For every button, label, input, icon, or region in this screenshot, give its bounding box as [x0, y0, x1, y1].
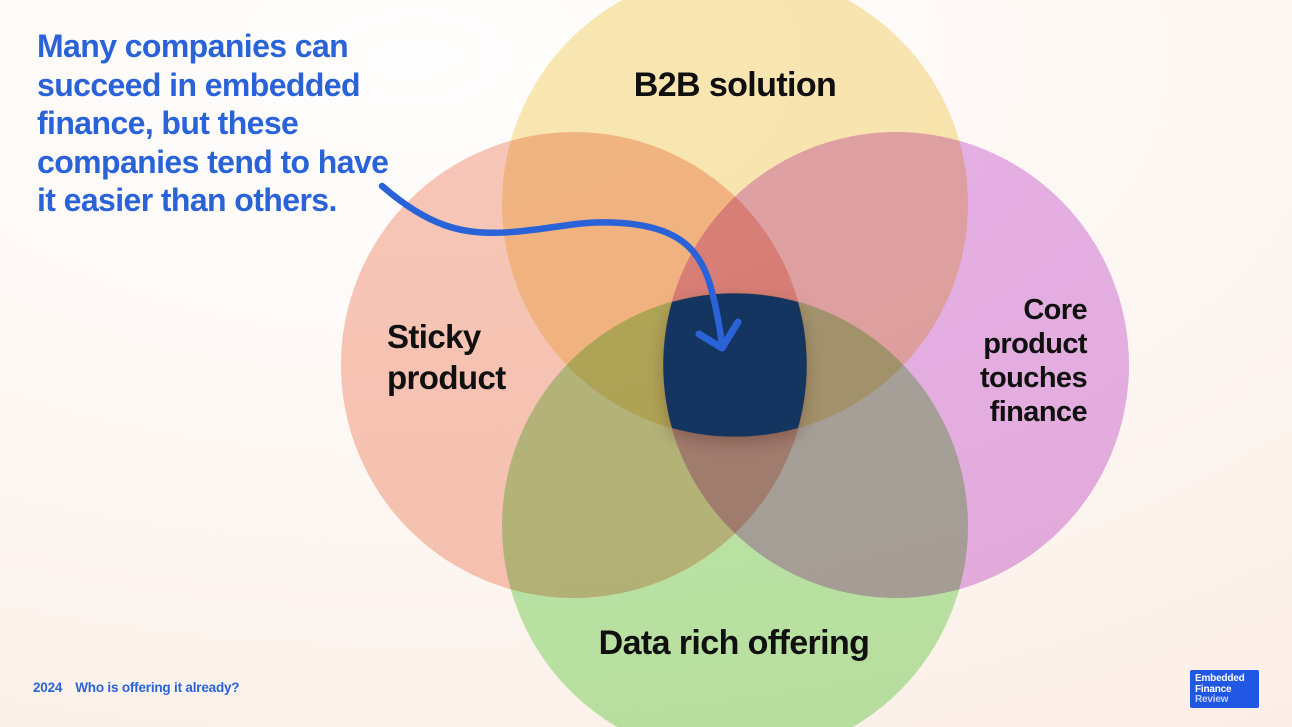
label-core-line3: touches [980, 362, 1088, 394]
label-core-line1: Core [1023, 294, 1087, 326]
label-core-line4: finance [989, 396, 1088, 428]
label-data-rich-offering: Data rich offering [598, 624, 870, 662]
label-sticky-line1: Sticky [387, 318, 481, 355]
logo-badge: Embedded Finance Review [1190, 670, 1259, 708]
label-b2b-solution: B2B solution [633, 66, 837, 104]
label-sticky-line2: product [387, 359, 506, 396]
headline: Many companies can succeed in embedded f… [37, 28, 389, 218]
arrow-head-icon [695, 318, 742, 352]
logo-line-finance: Finance [1195, 683, 1232, 695]
venn-center-shape [663, 293, 807, 437]
footer-year: 2024 [33, 680, 63, 695]
logo-line-embedded: Embedded [1195, 673, 1245, 684]
footer: 2024 Who is offering it already? [33, 680, 240, 695]
logo-line-review: Review [1195, 694, 1229, 705]
footer-question: Who is offering it already? [75, 680, 240, 695]
label-sticky-product: Sticky product [387, 316, 506, 398]
arrow-curve [378, 182, 726, 349]
label-core-line2: product [983, 328, 1087, 360]
label-core-product-touches-finance: Core product touches finance [980, 293, 1088, 429]
